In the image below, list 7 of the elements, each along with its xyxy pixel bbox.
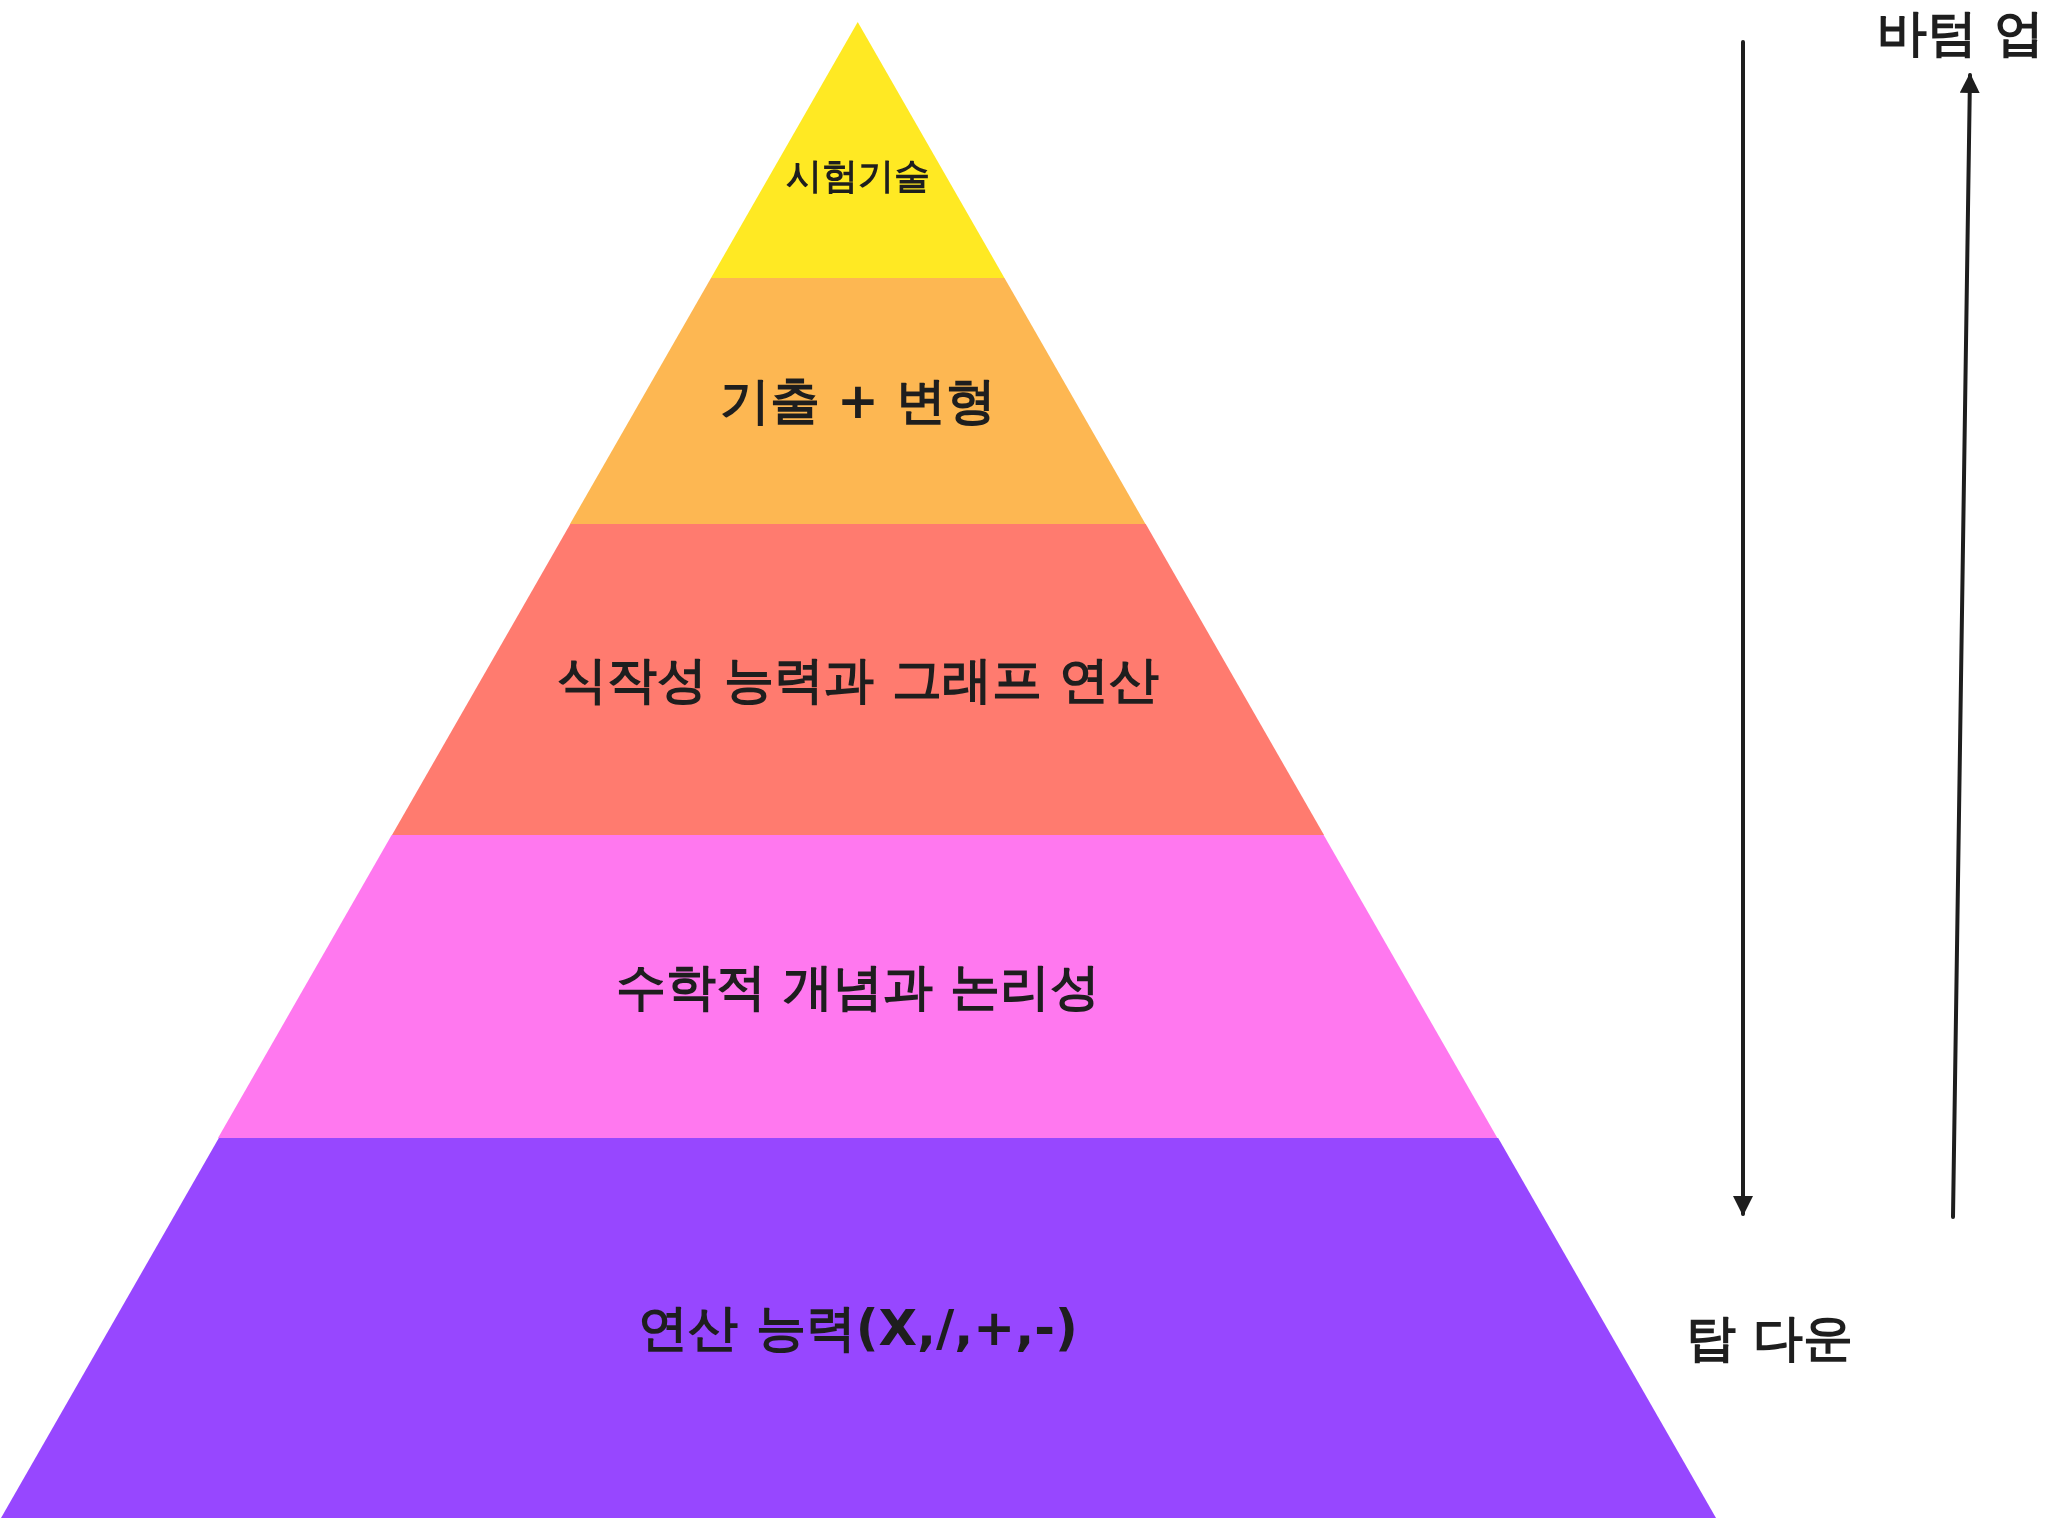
layer-label: 수학적 개념과 논리성 [615,956,1101,1017]
layer-label: 식작성 능력과 그래프 연산 [556,649,1160,710]
layer-label: 기출 + 변형 [719,370,997,432]
layer-label: 연산 능력(X,/,+,-) [638,1297,1078,1359]
direction-label: 탑 다운 [1686,1308,1854,1369]
direction-label: 바텀 업 [1876,3,2044,64]
layer-label: 시험기술 [786,153,930,198]
